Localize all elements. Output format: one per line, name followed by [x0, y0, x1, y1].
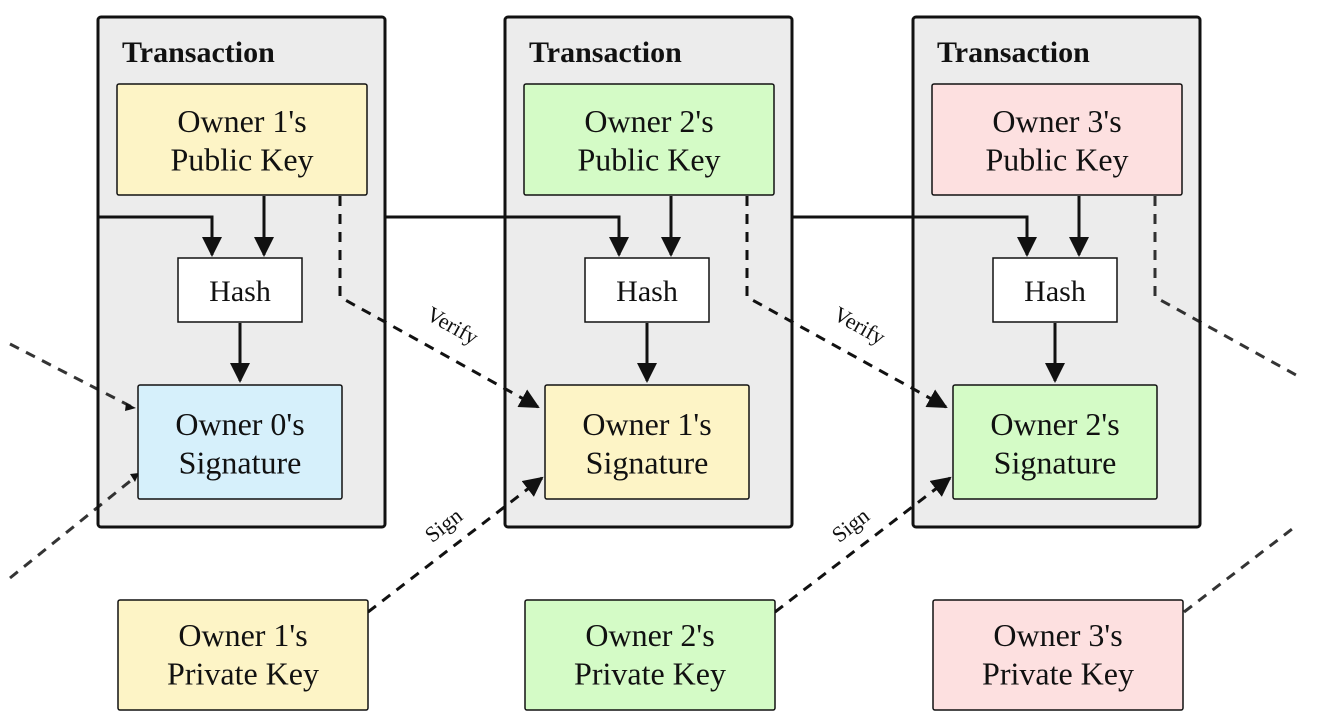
public-key-box-2	[523, 83, 775, 196]
sign-arrow-2	[774, 476, 952, 614]
verify-arrowhead-incoming	[125, 403, 136, 411]
hash-box-2	[584, 257, 710, 323]
signature-box-2	[544, 384, 750, 500]
chain-arrow-1	[98, 215, 222, 257]
verify-label-2: Verify	[830, 301, 890, 350]
private-key-box-1	[117, 599, 369, 711]
public-key-text-3-line-2: Public Key	[985, 141, 1128, 177]
signature-text-3-line-2: Signature	[994, 444, 1117, 480]
private-key-text-3-line-1: Owner 3's	[993, 617, 1122, 653]
private-key-text-1-line-1: Owner 1's	[178, 617, 307, 653]
hash-label-3: Hash	[1024, 275, 1086, 308]
public-key-box-1	[116, 83, 368, 196]
signature-text-3-line-1: Owner 2's	[990, 406, 1119, 442]
verify-arrow-incoming	[9, 342, 133, 409]
transaction-title-1: Transaction	[122, 36, 275, 69]
sign-arrow-1	[367, 476, 544, 614]
public-key-box-3	[931, 83, 1183, 196]
sign-arrowhead-incoming	[130, 473, 139, 482]
hash-box-1	[177, 257, 303, 323]
private-key-text-3-line-2: Private Key	[982, 655, 1134, 691]
signature-box-1	[137, 384, 343, 500]
public-key-text-1-line-2: Public Key	[170, 141, 313, 177]
private-key-box-2	[524, 599, 776, 711]
private-key-text-2-line-2: Private Key	[574, 655, 726, 691]
private-key-text-2-line-1: Owner 2's	[585, 617, 714, 653]
public-key-text-3-line-1: Owner 3's	[992, 103, 1121, 139]
signature-text-2-line-2: Signature	[586, 444, 709, 480]
public-key-text-1-line-1: Owner 1's	[177, 103, 306, 139]
hash-label-1: Hash	[209, 275, 271, 308]
hash-label-2: Hash	[616, 275, 678, 308]
private-key-text-1-line-2: Private Key	[167, 655, 319, 691]
signature-box-3	[952, 384, 1158, 500]
signature-text-1-line-1: Owner 0's	[175, 406, 304, 442]
chain-arrow-3	[792, 215, 1037, 257]
signature-text-1-line-2: Signature	[179, 444, 302, 480]
verify-label-1: Verify	[423, 301, 483, 350]
transaction-title-3: Transaction	[937, 36, 1090, 69]
hash-box-3	[992, 257, 1118, 323]
signature-text-2-line-1: Owner 1's	[582, 406, 711, 442]
verify-arrow-2	[745, 196, 948, 409]
public-key-text-2-line-1: Owner 2's	[584, 103, 713, 139]
public-key-text-2-line-2: Public Key	[577, 141, 720, 177]
chain-arrow-2	[385, 215, 629, 257]
sign-line-outgoing	[1183, 524, 1297, 614]
private-key-box-3	[932, 599, 1184, 711]
verify-arrow-1	[338, 196, 540, 409]
transaction-title-2: Transaction	[529, 36, 682, 69]
sign-arrow-incoming	[9, 476, 135, 580]
